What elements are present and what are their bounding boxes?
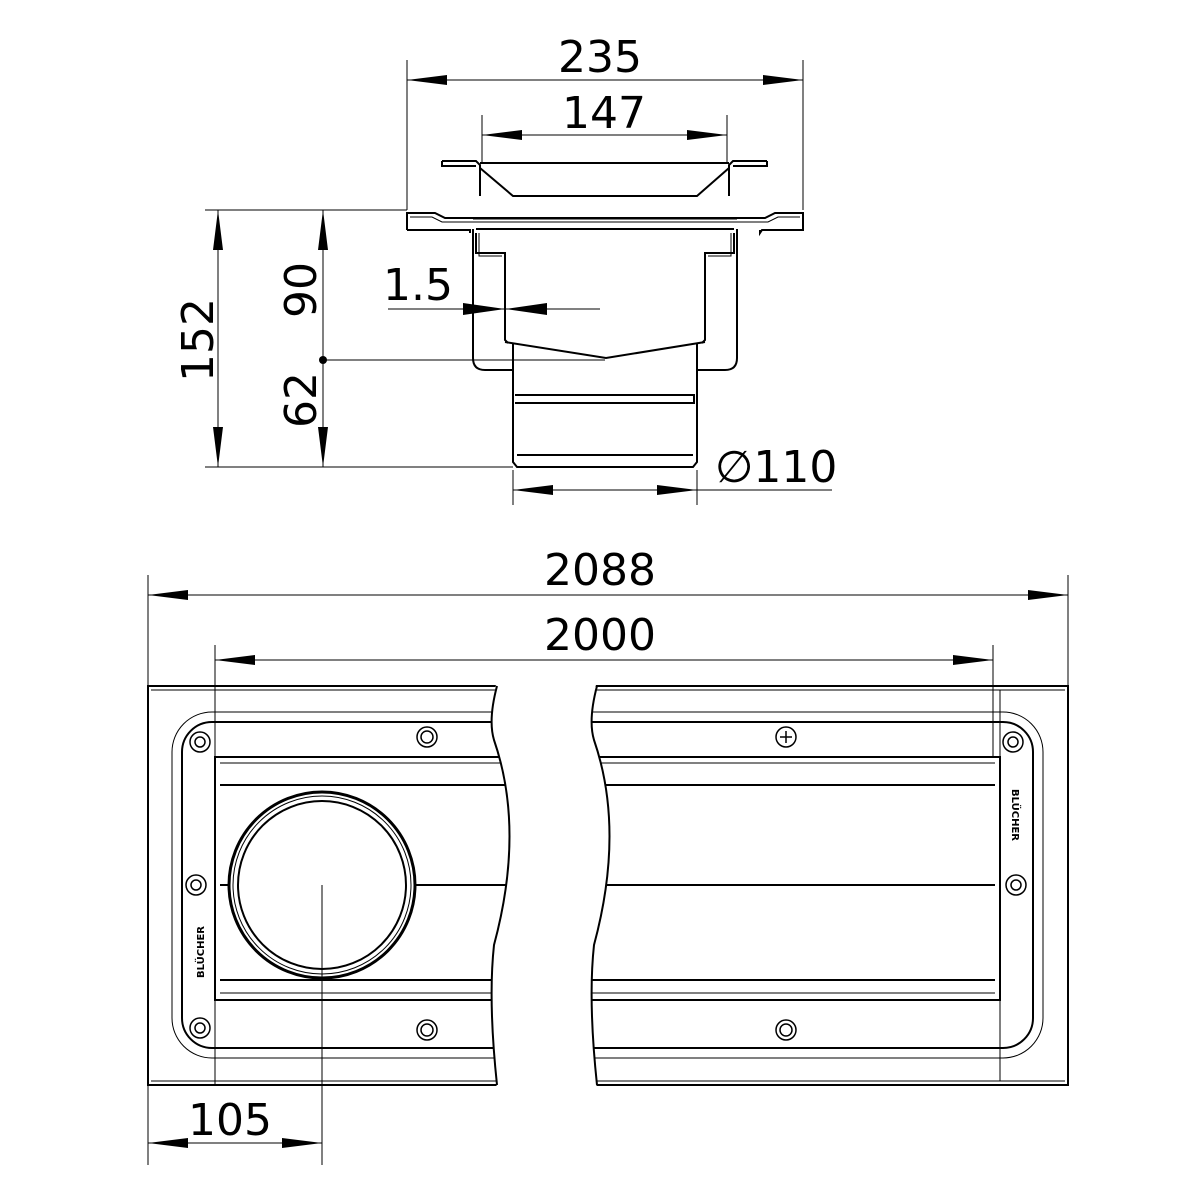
dim-thickness: 1.5 (383, 260, 453, 311)
brand-logo-left: BLÜCHER (193, 926, 207, 978)
break-lines (490, 680, 611, 1090)
dim-total-height: 152 (173, 298, 224, 382)
screw-holes (185, 726, 1027, 1041)
brand-logo-right: BLÜCHER (1009, 789, 1023, 841)
dim-overall-width: 235 (558, 32, 642, 83)
plan-view: 2088 2000 BLÜCHER BLÜCHER (147, 545, 1069, 1165)
dim-grate-width: 147 (562, 88, 646, 139)
section-view: 235 147 1.5 152 90 62 ∅110 (173, 32, 837, 505)
dim-outlet-offset: 105 (188, 1095, 272, 1146)
screw-icon (780, 731, 792, 743)
dim-upper-height: 90 (276, 262, 327, 318)
channel-body: BLÜCHER BLÜCHER (147, 685, 1069, 1086)
outlet-circle (227, 790, 417, 1080)
grate (441, 160, 768, 197)
drain-body (406, 212, 804, 468)
dim-lower-height: 62 (276, 372, 327, 428)
dim-inner-length: 2000 (544, 610, 656, 661)
dim-outlet-diameter: ∅110 (715, 442, 837, 493)
dim-overall-length: 2088 (544, 545, 656, 596)
